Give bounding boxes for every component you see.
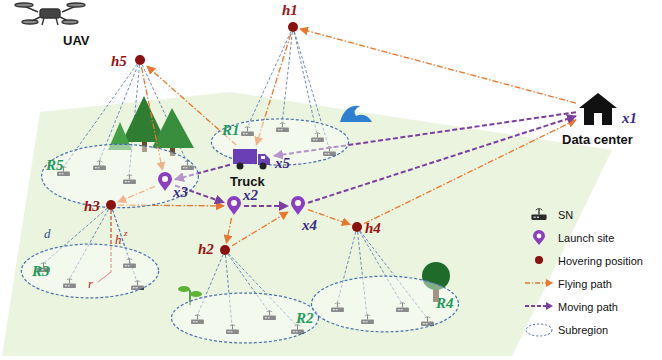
hovering-position: h2 <box>220 245 230 255</box>
sensor-link <box>293 27 317 134</box>
legend-symbol <box>524 299 554 315</box>
node-title: Truck <box>230 174 265 189</box>
node-label: h3 <box>84 198 100 215</box>
legend-text: SN <box>558 210 573 221</box>
node-label: R4 <box>436 295 454 312</box>
ground <box>2 92 612 356</box>
data-center: Data centerx1 <box>578 92 618 126</box>
legend-text: Hovering position <box>558 256 643 267</box>
flying-path <box>226 218 231 243</box>
legend-symbol <box>524 276 554 292</box>
legend-text: Subregion <box>558 325 608 336</box>
moving-path <box>308 116 576 203</box>
annotation-label: h <box>115 232 122 248</box>
launch-site: x3 <box>157 172 173 192</box>
annotation-label: z <box>124 228 128 238</box>
flying-path <box>232 212 288 246</box>
node-label: h5 <box>111 53 127 70</box>
wave-icon <box>340 106 372 122</box>
legend-symbol <box>524 253 554 269</box>
legend-symbol <box>524 230 554 246</box>
node-label: R3 <box>32 263 50 280</box>
legend-symbol <box>524 207 554 223</box>
hovering-position: h1 <box>288 22 298 32</box>
moving-path <box>244 205 288 207</box>
truck: Truckx5 <box>232 147 272 171</box>
flying-path <box>364 120 576 224</box>
legend-text: Moving path <box>558 302 618 313</box>
node-label: x5 <box>275 155 290 172</box>
node-title: UAV <box>63 33 89 48</box>
hovering-position: h4 <box>352 222 362 232</box>
subregion: R2 <box>170 292 320 344</box>
node-label: R1 <box>222 122 240 139</box>
legend-text: Launch site <box>558 233 614 244</box>
legend-symbol <box>524 322 554 338</box>
annotation-label: r <box>88 276 93 292</box>
hovering-position: h3 <box>106 200 116 210</box>
node-label: R5 <box>46 157 64 174</box>
node-label: h2 <box>198 241 214 258</box>
node-label: x2 <box>243 187 258 204</box>
node-label: x4 <box>302 217 317 234</box>
node-label: h4 <box>365 220 381 237</box>
subregion: R4 <box>310 275 460 333</box>
launch-site: x4 <box>290 196 306 216</box>
launch-site: x2 <box>226 196 242 216</box>
sensor-link <box>247 27 293 128</box>
node-label: x3 <box>173 184 188 201</box>
legend-text: Flying path <box>558 279 612 290</box>
node-label: x1 <box>622 110 637 127</box>
node-label: R2 <box>296 310 314 327</box>
hovering-position: UAVh5 <box>135 55 145 65</box>
uav-drone <box>15 3 85 25</box>
sensor-link <box>282 27 293 124</box>
node-label: h1 <box>282 2 298 19</box>
node-title: Data center <box>562 132 633 147</box>
annotation-label: d <box>44 226 51 242</box>
flying-path <box>300 29 576 103</box>
